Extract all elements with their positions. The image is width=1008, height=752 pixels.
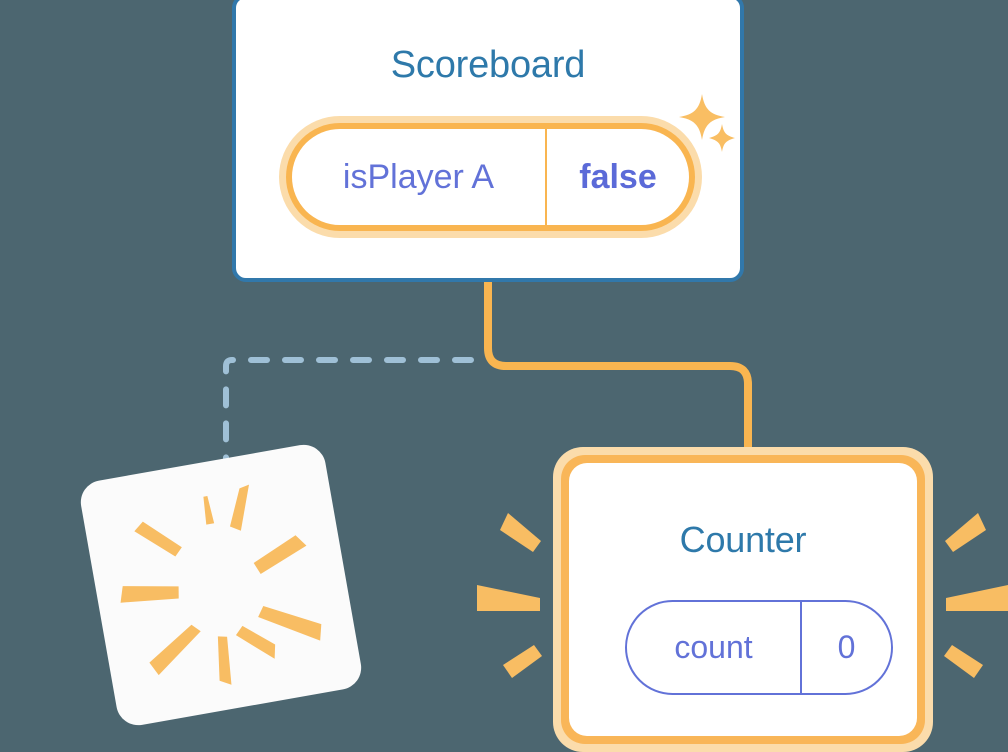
counter-title: Counter <box>679 519 807 560</box>
state-value-scoreboard: false <box>579 157 657 196</box>
dashed-connector <box>223 357 474 473</box>
sparkle-star-icon <box>679 94 725 140</box>
state-key-counter: count <box>627 602 802 693</box>
state-value-counter: 0 <box>837 629 856 665</box>
state-pill-counter[interactable]: count 0 <box>625 600 893 695</box>
counter-card-face: Counter count 0 <box>569 463 917 736</box>
burst-rays-icon <box>120 484 322 685</box>
counter-highlight-ring: Counter count 0 <box>561 455 925 744</box>
blank-card[interactable] <box>77 441 365 729</box>
burst-rays-left <box>477 513 542 678</box>
state-key-scoreboard: isPlayer A <box>292 129 547 225</box>
state-pill-highlight-ring: isPlayer A false <box>286 123 695 231</box>
component-card-counter[interactable]: Counter count 0 <box>553 447 933 752</box>
orange-connector <box>484 280 752 470</box>
component-card-scoreboard[interactable]: Scoreboard isPlayer A false <box>232 0 744 282</box>
state-pill-face: isPlayer A false <box>292 129 689 225</box>
scoreboard-title: Scoreboard <box>390 44 586 86</box>
sparkle-star-small-icon <box>709 124 735 152</box>
burst-rays-right <box>944 513 1008 678</box>
state-pill-scoreboard[interactable]: isPlayer A false <box>279 116 702 238</box>
